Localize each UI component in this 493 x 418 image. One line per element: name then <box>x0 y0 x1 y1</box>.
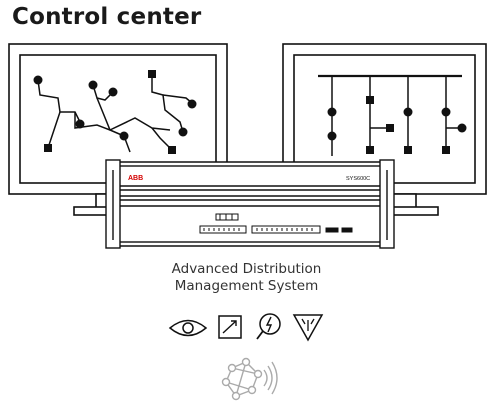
network-switch <box>168 146 176 154</box>
device-brand-label: ABB <box>128 175 143 182</box>
network-switch <box>44 144 52 152</box>
network-switch <box>386 124 394 132</box>
left-network-nodes <box>33 70 197 154</box>
caption-line-2: Management System <box>174 278 319 294</box>
right-bus-schematic <box>318 74 462 156</box>
right-bus-nodes <box>327 96 467 154</box>
device-model-label: SYS600C <box>346 176 370 182</box>
device-ports <box>199 213 353 234</box>
network-node <box>119 131 129 141</box>
network-switch <box>148 70 156 78</box>
network-switch <box>442 146 450 154</box>
fault-locate-icon <box>256 313 281 340</box>
eye-icon <box>168 319 208 337</box>
network-node <box>108 87 118 97</box>
network-switch <box>366 146 374 154</box>
network-node <box>403 107 413 117</box>
network-switch <box>404 146 412 154</box>
network-node <box>75 119 85 129</box>
network-node <box>441 107 451 117</box>
network-switch <box>366 96 374 104</box>
caption-line-1: Advanced Distribution <box>171 261 322 277</box>
rack-server-device <box>105 159 395 249</box>
network-node <box>457 123 467 133</box>
network-node <box>178 127 188 137</box>
network-node <box>187 99 197 109</box>
network-node <box>327 131 337 141</box>
left-network-schematic <box>37 74 193 153</box>
network-node <box>33 75 43 85</box>
trend-chart-icon <box>218 315 242 339</box>
page-title: Control center <box>12 4 202 30</box>
network-node <box>327 107 337 117</box>
network-node <box>88 80 98 90</box>
wireless-network-icon <box>221 357 278 401</box>
network-filter-icon <box>292 314 324 342</box>
